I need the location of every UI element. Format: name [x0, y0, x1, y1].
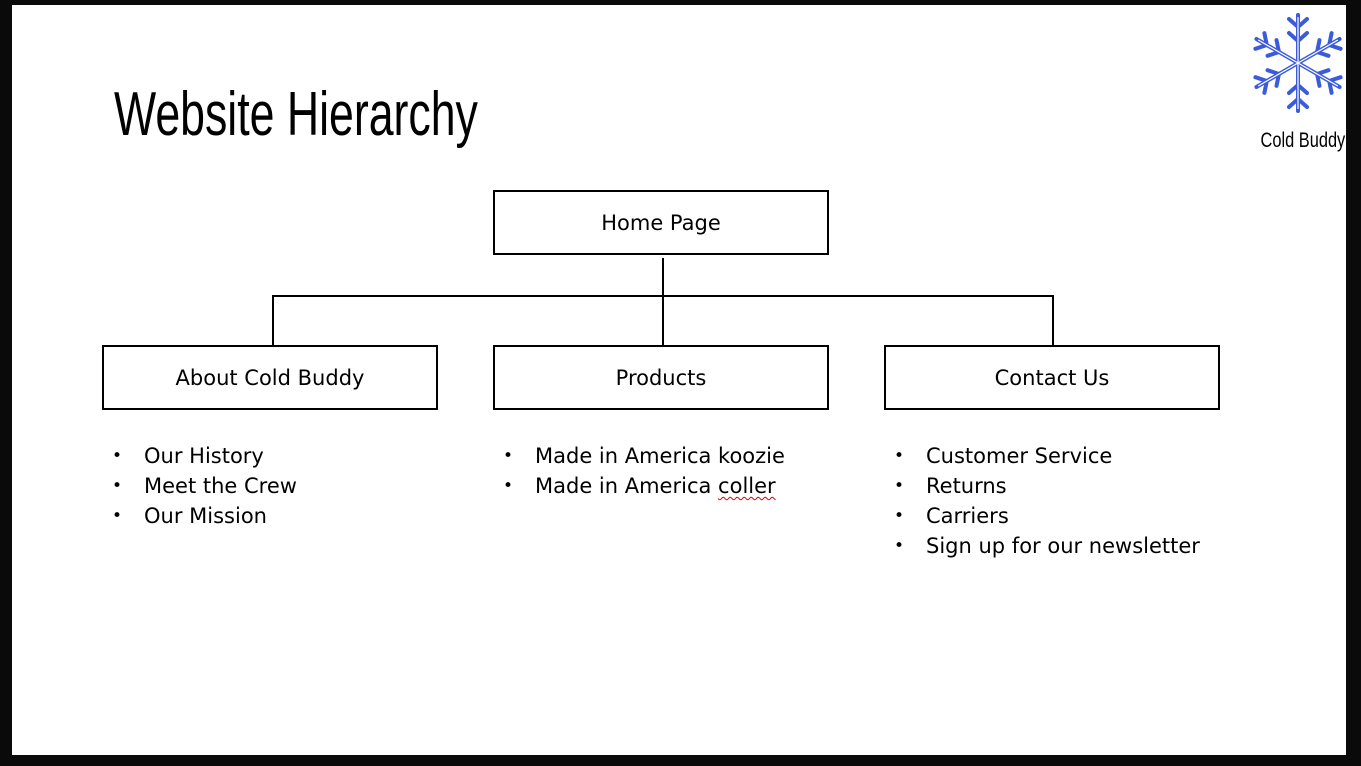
- list-item-text: Made in America: [535, 474, 719, 498]
- list-item: Returns: [894, 471, 1200, 501]
- list-item: Made in America coller: [503, 471, 785, 501]
- misspelled-word: coller: [718, 474, 776, 498]
- list-item: Our Mission: [112, 501, 297, 531]
- products-node: Products: [493, 345, 829, 410]
- list-item: Sign up for our newsletter: [894, 531, 1200, 561]
- list-item: Made in America koozie: [503, 441, 785, 471]
- list-item: Carriers: [894, 501, 1200, 531]
- logo-text: Cold Buddy: [1260, 129, 1346, 152]
- contact-list: Customer Service Returns Carriers Sign u…: [894, 441, 1200, 561]
- slide: Website Hierarchy: [12, 5, 1346, 755]
- home-page-label: Home Page: [601, 210, 721, 235]
- products-label: Products: [615, 365, 707, 390]
- snowflake-icon: [1253, 13, 1343, 113]
- connector-left-down: [272, 295, 274, 347]
- products-list: Made in America koozie Made in America c…: [503, 441, 785, 501]
- about-list: Our History Meet the Crew Our Mission: [112, 441, 297, 531]
- home-page-node: Home Page: [493, 190, 829, 255]
- about-node: About Cold Buddy: [102, 345, 438, 410]
- list-item: Meet the Crew: [112, 471, 297, 501]
- contact-node: Contact Us: [884, 345, 1220, 410]
- connector-right-down: [1052, 295, 1054, 347]
- contact-label: Contact Us: [994, 365, 1110, 390]
- list-item: Our History: [112, 441, 297, 471]
- logo: Cold Buddy: [1250, 9, 1346, 159]
- list-item: Customer Service: [894, 441, 1200, 471]
- connector-center-down: [662, 295, 664, 347]
- connector-root-down: [662, 258, 664, 296]
- about-label: About Cold Buddy: [175, 365, 365, 390]
- slide-title: Website Hierarchy: [114, 80, 478, 149]
